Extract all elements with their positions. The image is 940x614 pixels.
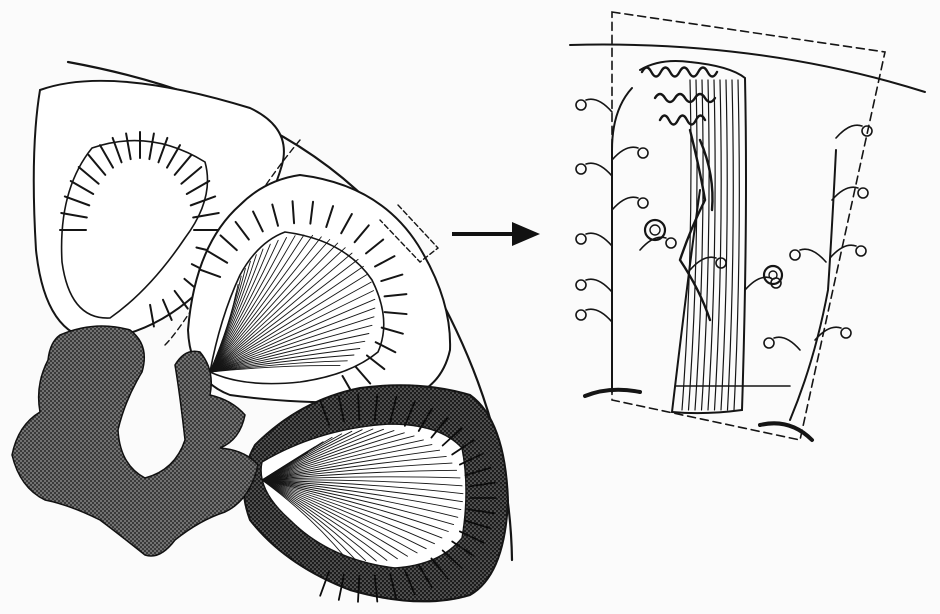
right-panel xyxy=(569,11,926,442)
biopsy-box xyxy=(379,204,440,263)
bundle-fibers xyxy=(681,79,740,411)
capsule-body-right xyxy=(762,264,784,286)
loop-branches xyxy=(575,98,873,351)
capsule-curve xyxy=(569,43,926,93)
upper-lobe-spikes xyxy=(59,131,221,328)
arrow-right xyxy=(452,222,540,246)
enlarged-column xyxy=(639,60,747,415)
right-tubule-foot xyxy=(758,421,814,442)
upper-lobe-inner xyxy=(60,139,209,319)
middle-lobe-fibers xyxy=(209,234,376,373)
lower-lobe-fibers xyxy=(261,428,464,562)
left-tubule xyxy=(611,87,633,393)
coiled-vessels xyxy=(640,66,719,322)
lower-lobe-spikes xyxy=(319,393,497,603)
hilum-mass xyxy=(11,325,259,557)
capsule-body-left xyxy=(643,218,667,242)
right-tubule xyxy=(789,149,837,421)
left-panel xyxy=(11,60,514,603)
left-tubule-foot xyxy=(583,387,642,398)
